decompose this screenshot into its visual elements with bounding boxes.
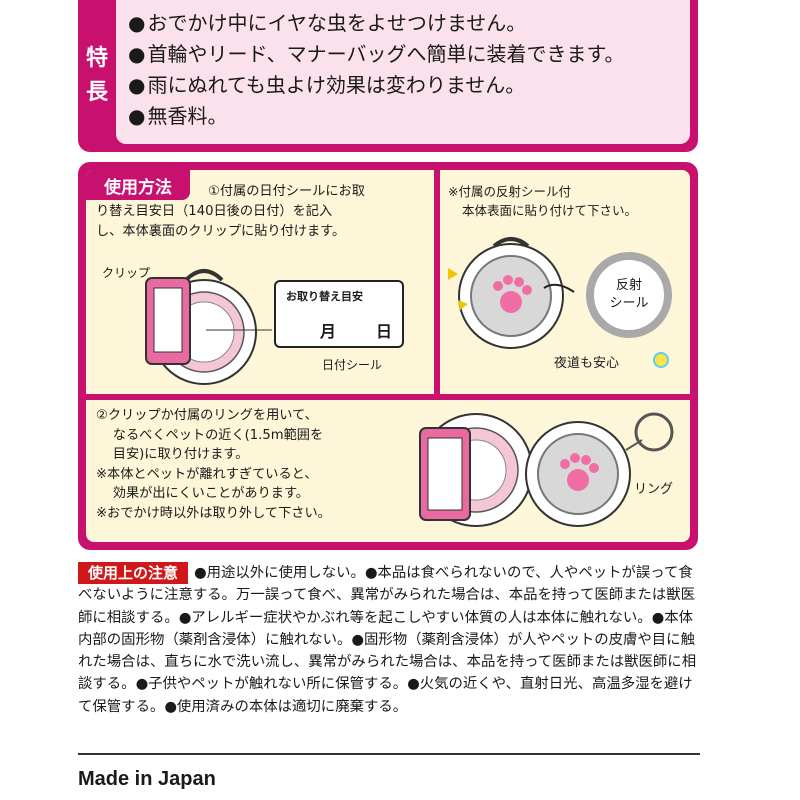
usage-title: 使用方法 (86, 170, 190, 200)
features-panel: 特 長 おでかけ中にイヤな虫をよせつけません。 首輪やリード、マナーバッグへ簡単… (78, 0, 698, 152)
usage-divider-vertical (434, 170, 440, 394)
caution-title: 使用上の注意 (78, 562, 189, 584)
date-sticker-month: 月 (320, 322, 337, 341)
step2-text: ②クリップか付属のリングを用いて、 なるべくペットの近く(1.5m範囲を 目安)… (96, 408, 331, 521)
step1-rest: り替え目安日（140日後の日付）を記入 し、本体裏面のクリップに貼り付けます。 (96, 204, 346, 239)
ring-label: リング (634, 482, 674, 497)
caution-text: ●用途以外に使用しない。●本品は食べられないので、人やペットが誤って食べないよう… (78, 565, 697, 715)
usage-divider-horizontal (86, 394, 690, 400)
date-sticker-title: お取り替え目安 (286, 290, 363, 303)
feature-item: 無香料。 (128, 101, 690, 132)
features-label-char-1: 特 (85, 46, 108, 71)
device-back-illustration (145, 269, 272, 385)
bottom-rule (78, 753, 700, 755)
feature-item: 首輪やリード、マナーバッグへ簡単に装着できます。 (128, 39, 690, 70)
date-sticker: お取り替え目安 月 日 (274, 280, 404, 348)
reflect-note: ※付属の反射シール付本体表面に貼り付けて下さい。 (448, 182, 688, 220)
device-clip-illustration (419, 413, 533, 527)
device-front-illustration (448, 237, 669, 368)
usage-illustrations (145, 237, 674, 527)
step1-line1: ①付属の日付シールにお取 (208, 184, 365, 199)
date-sticker-day: 日 (376, 322, 393, 341)
reflect-sticker: 反射 シール (586, 252, 672, 338)
usage-panel: 使用方法 (78, 162, 698, 550)
reflect-note-line2: 本体表面に貼り付けて下さい。 (462, 203, 638, 218)
reflect-sticker-line2: シール (609, 296, 649, 311)
features-label: 特 長 (78, 0, 116, 152)
night-note: 夜道も安心 (554, 356, 620, 371)
usage-inner: 使用方法 (86, 170, 690, 542)
clip-label: クリップ (102, 266, 151, 280)
reflect-sticker-line1: 反射 (615, 278, 642, 293)
feature-item: おでかけ中にイヤな虫をよせつけません。 (128, 8, 690, 39)
features-list: おでかけ中にイヤな虫をよせつけません。 首輪やリード、マナーバッグへ簡単に装着で… (116, 0, 690, 144)
feature-item: 雨にぬれても虫よけ効果は変わりません。 (128, 70, 690, 101)
features-label-char-2: 長 (85, 80, 108, 105)
date-sticker-label: 日付シール (322, 358, 383, 372)
step1-text: ①付属の日付シールにお取り替え目安日（140日後の日付）を記入 し、本体裏面のク… (96, 182, 426, 242)
reflect-note-line1: ※付属の反射シール付 (448, 184, 571, 199)
caution-section: 使用上の注意●用途以外に使用しない。●本品は食べられないので、人やペットが誤って… (78, 562, 700, 718)
device-ring-illustration (525, 412, 674, 527)
made-in-label: Made in Japan (78, 768, 216, 790)
